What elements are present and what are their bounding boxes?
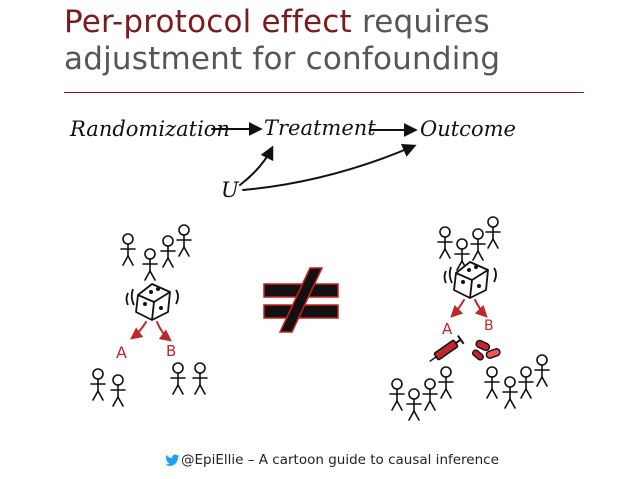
right-people-bottom	[389, 354, 550, 421]
title-divider	[64, 92, 584, 93]
dag-node-outcome: Outcome	[420, 117, 516, 141]
right-people-top	[437, 216, 501, 271]
dag-node-confounder: U	[221, 178, 239, 202]
left-arm-b-label: B	[166, 342, 176, 360]
twitter-bird-icon	[165, 453, 180, 466]
pills-icon	[472, 339, 501, 361]
right-assignment-arrows	[450, 299, 488, 318]
right-arm-a-label: A	[442, 320, 453, 338]
left-assignment-arrows	[130, 321, 172, 342]
slide-title: Per-protocol effect requires adjustment …	[64, 4, 624, 78]
credit-text: @EpiEllie – A cartoon guide to causal in…	[181, 452, 499, 468]
dag-edges	[211, 122, 418, 191]
left-people-bottom	[90, 362, 208, 407]
edge-u-treatment	[239, 145, 274, 186]
right-arm-b-label: B	[484, 318, 494, 334]
not-equal-symbol	[263, 267, 339, 333]
title-line-2: adjustment for confounding	[64, 41, 501, 77]
syringe-icon	[429, 335, 465, 363]
title-accent: Per-protocol effect	[64, 4, 352, 40]
dag-node-randomization: Randomization	[70, 117, 230, 141]
left-arm-a-label: A	[116, 343, 127, 362]
title-rest: requires	[351, 4, 490, 40]
edge-u-outcome	[242, 143, 417, 191]
left-die-icon	[125, 283, 179, 321]
left-people-top	[120, 224, 192, 281]
credit-line: @EpiEllie – A cartoon guide to causal in…	[165, 451, 499, 469]
right-die-icon	[443, 261, 497, 299]
dag-node-treatment: Treatment	[264, 116, 376, 140]
